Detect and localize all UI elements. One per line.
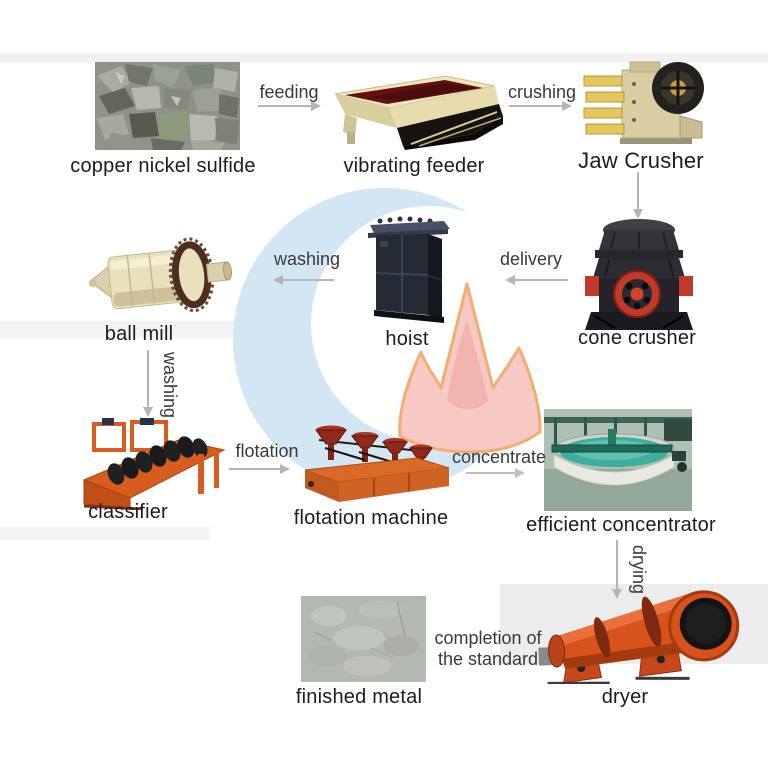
delivery-label: delivery [499, 249, 563, 269]
delivery-arrow-icon [505, 275, 568, 285]
background-band [0, 527, 210, 540]
crushing-label: crushing [507, 82, 577, 102]
cone-crusher-label: cone crusher [577, 327, 697, 349]
dryer-label: dryer [601, 686, 649, 708]
flotation-label: flotation [235, 441, 299, 461]
washing-left-label: washing [273, 249, 341, 269]
dryer-image [538, 590, 740, 684]
washing-left-arrow-icon [273, 275, 334, 285]
flotation-arrow-icon [229, 464, 290, 474]
jaw-crusher-label: Jaw Crusher [578, 148, 704, 173]
classifier-label: classifier [88, 501, 168, 523]
drying-arrow-icon [612, 540, 622, 599]
hoist-image [368, 216, 450, 323]
washing-down-label: washing [160, 352, 180, 419]
background-band [0, 53, 768, 63]
ball-mill-label: ball mill [104, 323, 174, 345]
efficient-concentrator-label: efficient concentrator [526, 514, 716, 536]
completion-label: completion of the standard [434, 628, 542, 669]
washing-down-arrow-icon [143, 350, 153, 417]
jaw-crusher-image [583, 61, 704, 144]
hoist-label: hoist [385, 328, 429, 350]
feeding-label: feeding [259, 82, 319, 102]
concentrate-label: concentrate [451, 447, 547, 467]
finished-metal-image [301, 596, 426, 682]
jaw-to-cone-arrow-icon [633, 172, 643, 219]
crushing-arrow-icon [509, 101, 572, 111]
finished-metal-label: finished metal [295, 686, 423, 708]
concentrate-arrow-icon [466, 468, 525, 478]
ball-mill-image [88, 237, 233, 313]
efficient-concentrator-image [544, 409, 692, 511]
classifier-image [82, 418, 226, 510]
copper-nickel-sulfide-image [95, 62, 240, 150]
vibrating-feeder-image [334, 75, 503, 150]
drying-label: drying [629, 545, 649, 595]
flotation-machine-image [304, 425, 450, 502]
flotation-machine-label: flotation machine [293, 507, 449, 529]
background-band [0, 321, 298, 338]
cone-crusher-image [585, 219, 693, 330]
vibrating-feeder-label: vibrating feeder [343, 155, 485, 177]
copper-nickel-sulfide-label: copper nickel sulfide [70, 155, 256, 177]
feeding-arrow-icon [258, 101, 321, 111]
